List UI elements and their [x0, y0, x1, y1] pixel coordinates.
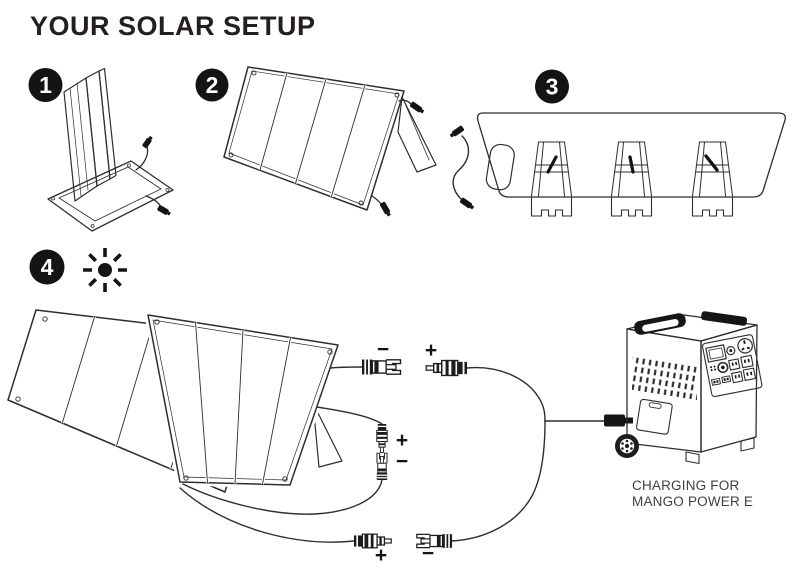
wiring	[179, 366, 605, 543]
page-title: YOUR SOLAR SETUP	[30, 11, 316, 41]
step-2-badge: 2	[195, 68, 229, 102]
power-station-drawing	[615, 311, 763, 465]
panel-cable-connector	[459, 197, 475, 210]
plus-label: +	[396, 429, 408, 452]
y-branch-cable	[466, 366, 546, 422]
folded-panel-drawing	[47, 67, 174, 232]
step-4-number: 4	[41, 254, 54, 280]
caption-line-1: CHARGING FOR	[632, 478, 739, 493]
station-foot	[685, 451, 700, 465]
step-3-number: 3	[546, 74, 559, 100]
step-4-badge: 4	[29, 249, 65, 285]
panel-kickstand	[312, 402, 343, 468]
mc4-connector-male	[376, 423, 388, 453]
step-3-badge: 3	[535, 69, 569, 104]
minus-label: −	[377, 338, 389, 361]
mc4-connector-female	[376, 452, 388, 481]
station-wheel	[615, 434, 639, 458]
plus-label: +	[375, 544, 387, 563]
unfolded-panel-drawing	[223, 66, 437, 217]
step-3-group: 3	[449, 69, 786, 217]
panel-cable-connector	[379, 201, 391, 217]
panel-cable-connector	[409, 101, 425, 114]
station-foot	[740, 437, 755, 452]
station-vent	[632, 355, 697, 400]
mc4-pair-2: + −	[376, 423, 408, 481]
step-2-number: 2	[206, 72, 219, 98]
plus-label: +	[425, 339, 437, 362]
step-1-group: 1	[28, 67, 174, 232]
step-1-badge: 1	[28, 68, 63, 102]
panel-kickstand	[397, 96, 437, 173]
step-2-group: 2	[195, 66, 437, 217]
charging-plug	[604, 414, 633, 427]
panel-back-drawing	[449, 112, 786, 217]
sun-icon	[83, 248, 127, 292]
mc4-pair-1: − +	[361, 338, 468, 377]
mc4-connector-male	[425, 359, 468, 377]
step-1-number: 1	[39, 72, 52, 98]
kickstand-leg	[691, 141, 734, 217]
station-door	[636, 398, 673, 435]
caption-line-2: MANGO POWER E	[632, 494, 753, 509]
panel-cable-connector	[449, 125, 465, 138]
kickstand-leg	[530, 141, 573, 217]
kickstand-leg	[610, 141, 653, 217]
solar-panel-front	[143, 310, 343, 489]
panel-cable-connector	[142, 135, 153, 149]
caption: CHARGING FOR MANGO POWER E	[632, 478, 753, 509]
mc4-connector-female	[361, 358, 402, 376]
mc4-pair-3: + −	[353, 533, 453, 563]
side-pocket	[485, 143, 515, 191]
step-4-group: 4	[7, 248, 763, 563]
minus-label: −	[422, 542, 434, 563]
minus-label: −	[396, 450, 408, 473]
station-control-panel	[701, 334, 763, 398]
panel-cable-connector	[157, 205, 171, 216]
station-handle	[634, 311, 748, 335]
